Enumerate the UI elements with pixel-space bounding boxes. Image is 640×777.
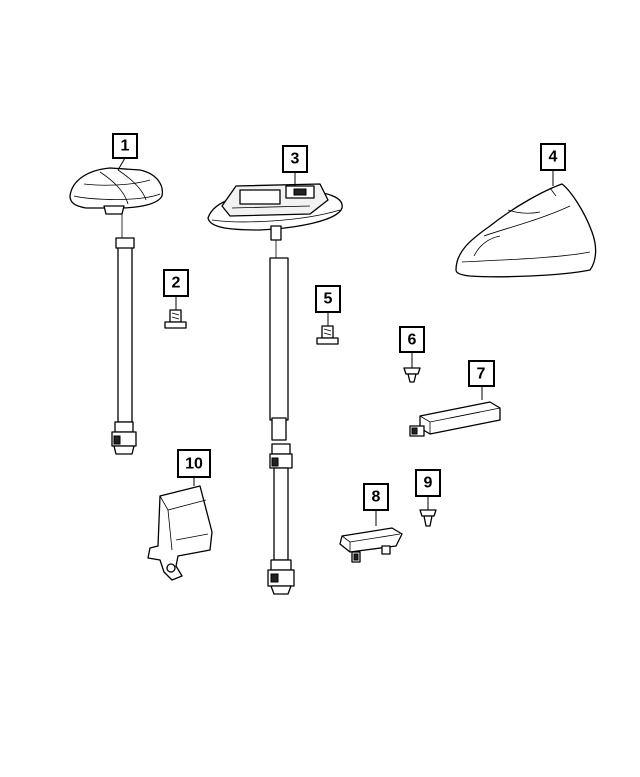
part-2-bolt — [164, 296, 187, 329]
part-9-push-pin — [419, 496, 437, 527]
callout-8-label: 8 — [372, 489, 381, 506]
callout-10: 10 — [177, 449, 211, 478]
callout-5-label: 5 — [324, 291, 333, 308]
part-8-connector-bracket — [339, 510, 403, 563]
part-1-antenna-assembly — [69, 167, 164, 455]
part-5-bolt — [316, 312, 339, 345]
callout-8: 8 — [363, 483, 389, 511]
callout-4-label: 4 — [549, 149, 558, 166]
callout-7-label: 7 — [477, 366, 486, 383]
part-10-mounting-bracket — [147, 477, 213, 581]
callout-6: 6 — [399, 326, 425, 353]
callout-10-label: 10 — [185, 456, 203, 473]
part-4-shark-fin-cover — [455, 170, 597, 278]
callout-7: 7 — [468, 360, 495, 387]
callout-9-label: 9 — [424, 475, 433, 492]
callout-2: 2 — [163, 269, 189, 297]
callout-6-label: 6 — [408, 332, 417, 349]
callout-3: 3 — [282, 145, 308, 173]
part-7-amplifier-module — [409, 386, 501, 437]
callout-1: 1 — [112, 133, 138, 159]
part-6-push-pin — [403, 352, 421, 383]
callout-4: 4 — [540, 143, 566, 171]
callout-3-label: 3 — [291, 151, 300, 168]
callout-9: 9 — [415, 469, 441, 497]
callout-1-label: 1 — [121, 138, 130, 155]
callout-5: 5 — [315, 285, 341, 313]
callout-2-label: 2 — [172, 275, 181, 292]
part-3-antenna-module-assembly — [207, 183, 343, 595]
